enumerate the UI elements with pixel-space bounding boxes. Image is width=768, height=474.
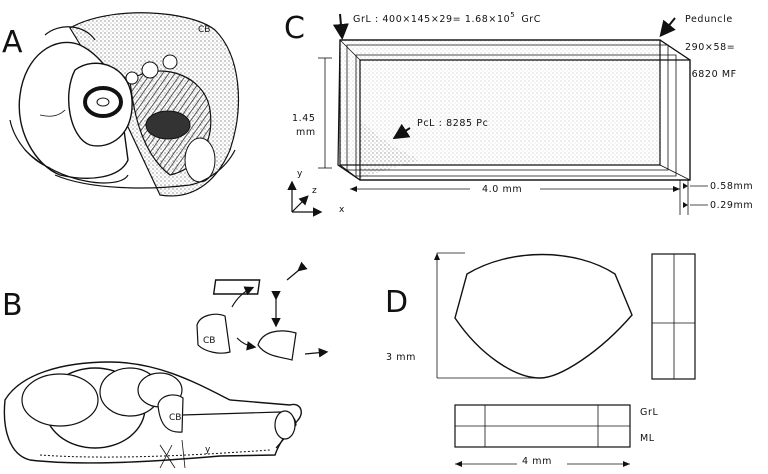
length-dimension: 4.0 mm (482, 184, 522, 195)
brain-y-label: y (205, 445, 211, 455)
height-dimension-d: 3 mm (386, 352, 416, 363)
peduncle-line1: 290×58= (685, 42, 735, 53)
layer-grl-label: GrL (640, 407, 658, 418)
top-view: GrL ML (454, 404, 658, 448)
panel-c-letter: C (284, 11, 305, 46)
axis-y-label: y (297, 169, 303, 179)
cerebellum-fan-shape (454, 253, 633, 379)
axes-indicator: y z x (287, 169, 345, 217)
panel-d: D 3 mm GrL ML 4 mm (385, 252, 696, 467)
schematic-cb-label: CB (203, 336, 215, 346)
depth-dimension-2: 0.29mm (710, 200, 753, 211)
panel-a-letter: A (2, 25, 23, 60)
side-view (651, 253, 696, 380)
grl-caption-unit: GrC (521, 14, 541, 25)
brain-illustration: CB y (3, 361, 302, 469)
panel-c: C GrL : 400×145×29= 1.68×105 GrC Peduncle… (284, 11, 753, 217)
grl-arrow (332, 13, 349, 40)
panel-a: A CB (2, 12, 239, 197)
panel-a-cb-label: CB (198, 25, 210, 35)
height-unit: mm (296, 127, 316, 138)
pcl-arrow (392, 123, 411, 140)
peduncle-line2: 16820 MF (685, 69, 737, 80)
height-value: 1.45 (292, 113, 316, 124)
cb-schematic: CB (196, 261, 329, 361)
axis-x-label: x (339, 205, 345, 215)
cerebellum-slab (337, 39, 691, 181)
width-dimension-d: 4 mm (522, 456, 552, 467)
brain-cb-label: CB (169, 413, 181, 423)
panel-b: B CB CB y (2, 261, 329, 469)
layer-ml-label: ML (640, 433, 655, 444)
axis-z-label: z (312, 186, 317, 196)
peduncle-title: Peduncle (685, 14, 733, 25)
frog-head-illustration (9, 12, 239, 197)
peduncle-arrow (659, 17, 676, 38)
panel-b-letter: B (2, 288, 23, 323)
grl-caption-text: GrL : 400×145×29= 1.68×10 (353, 14, 510, 25)
grl-caption: GrL : 400×145×29= 1.68×105 GrC (353, 11, 541, 25)
panel-d-letter: D (385, 285, 408, 320)
pcl-caption: PcL : 8285 Pc (417, 118, 488, 129)
depth-dimension-1: 0.58mm (710, 181, 753, 192)
grl-caption-exponent: 5 (510, 11, 515, 19)
